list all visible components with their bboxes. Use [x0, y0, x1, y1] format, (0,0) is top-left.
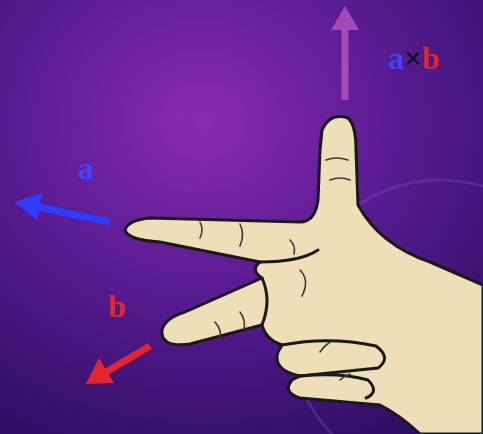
cross-product-arrow	[331, 6, 359, 100]
vector-label: a	[78, 152, 94, 184]
hand	[125, 117, 483, 434]
vector-b-arrow	[86, 346, 150, 384]
finger-creases	[200, 158, 350, 380]
vector-label: b	[108, 290, 126, 322]
cross-product-label: a×b	[388, 42, 440, 74]
vector-a-arrow	[14, 193, 110, 222]
